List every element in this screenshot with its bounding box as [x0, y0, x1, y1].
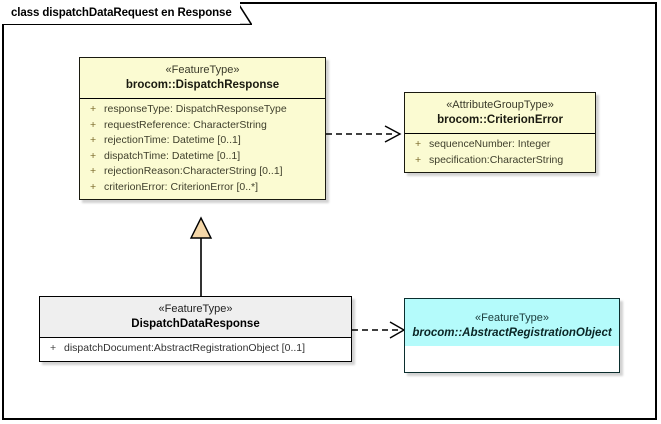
attribute-text: dispatchDocument:AbstractRegistrationObj…	[64, 342, 306, 354]
class-name: brocom::AbstractRegistrationObject	[412, 327, 612, 339]
attribute-text: rejectionTime: Datetime [0..1]	[104, 134, 241, 146]
class-header-dispatch-data-response: «FeatureType» DispatchDataResponse	[40, 297, 351, 337]
class-stereotype: «AttributeGroupType»	[446, 99, 554, 111]
attribute-row[interactable]: + dispatchDocument:AbstractRegistrationO…	[44, 341, 347, 357]
attribute-row[interactable]: + sequenceNumber: Integer	[409, 137, 591, 153]
attribute-text: responseType: DispatchResponseType	[104, 103, 287, 115]
attribute-row[interactable]: + specification:CharacterString	[409, 153, 591, 169]
class-compartment-divider	[80, 98, 325, 99]
class-name: brocom::CriterionError	[437, 114, 563, 126]
attribute-text: requestReference: CharacterString	[104, 118, 267, 131]
class-box-dispatch-data-response[interactable]: «FeatureType» DispatchDataResponse + dis…	[39, 296, 352, 362]
class-stereotype: «FeatureType»	[158, 303, 233, 315]
attribute-visibility: +	[90, 103, 97, 115]
class-box-dispatch-response[interactable]: «FeatureType» brocom::DispatchResponse +…	[79, 57, 326, 200]
attribute-row[interactable]: + rejectionTime: Datetime [0..1]	[84, 133, 321, 149]
class-attributes-dispatch-data-response: + dispatchDocument:AbstractRegistrationO…	[40, 338, 351, 361]
attribute-text: specification:CharacterString	[429, 153, 564, 166]
class-attributes-dispatch-response: + responseType: DispatchResponseType + r…	[80, 99, 325, 199]
class-box-criterion-error[interactable]: «AttributeGroupType» brocom::CriterionEr…	[404, 92, 596, 173]
attribute-visibility: +	[90, 118, 97, 131]
attribute-row[interactable]: + responseType: DispatchResponseType	[84, 102, 321, 118]
attribute-visibility: +	[415, 138, 422, 150]
class-stereotype: «FeatureType»	[165, 64, 240, 76]
attribute-row[interactable]: + criterionError: CriterionError [0..*]	[84, 180, 321, 196]
class-name: brocom::DispatchResponse	[125, 79, 280, 91]
diagram-frame	[2, 2, 657, 420]
attribute-text: sequenceNumber: Integer	[429, 138, 551, 150]
attribute-visibility: +	[415, 153, 422, 166]
class-attributes-criterion-error: + sequenceNumber: Integer + specificatio…	[405, 134, 595, 172]
class-stereotype: «FeatureType»	[475, 312, 549, 324]
attribute-text: rejectionReason:CharacterString [0..1]	[104, 165, 283, 177]
attribute-visibility: +	[90, 165, 97, 177]
attribute-text: criterionError: CriterionError [0..*]	[104, 180, 259, 193]
class-header-criterion-error: «AttributeGroupType» brocom::CriterionEr…	[405, 93, 595, 133]
attribute-visibility: +	[90, 180, 97, 193]
attribute-text: dispatchTime: Datetime [0..1]	[104, 149, 241, 162]
class-compartment-divider	[40, 337, 351, 338]
attribute-visibility: +	[50, 342, 57, 354]
class-header-dispatch-response: «FeatureType» brocom::DispatchResponse	[80, 58, 325, 98]
attribute-visibility: +	[90, 149, 97, 162]
class-compartment-divider	[405, 133, 595, 134]
class-name: DispatchDataResponse	[131, 318, 260, 330]
class-box-abstract-registration-object[interactable]: «FeatureType» brocom::AbstractRegistrati…	[404, 298, 620, 373]
frame-label-text: class dispatchDataRequest en Response	[11, 7, 232, 19]
attribute-row[interactable]: + rejectionReason:CharacterString [0..1]	[84, 164, 321, 180]
attribute-row[interactable]: + dispatchTime: Datetime [0..1]	[84, 149, 321, 165]
attribute-visibility: +	[90, 134, 97, 146]
class-header-abstract-registration-object: «FeatureType» brocom::AbstractRegistrati…	[405, 299, 619, 346]
attribute-row[interactable]: + requestReference: CharacterString	[84, 118, 321, 134]
